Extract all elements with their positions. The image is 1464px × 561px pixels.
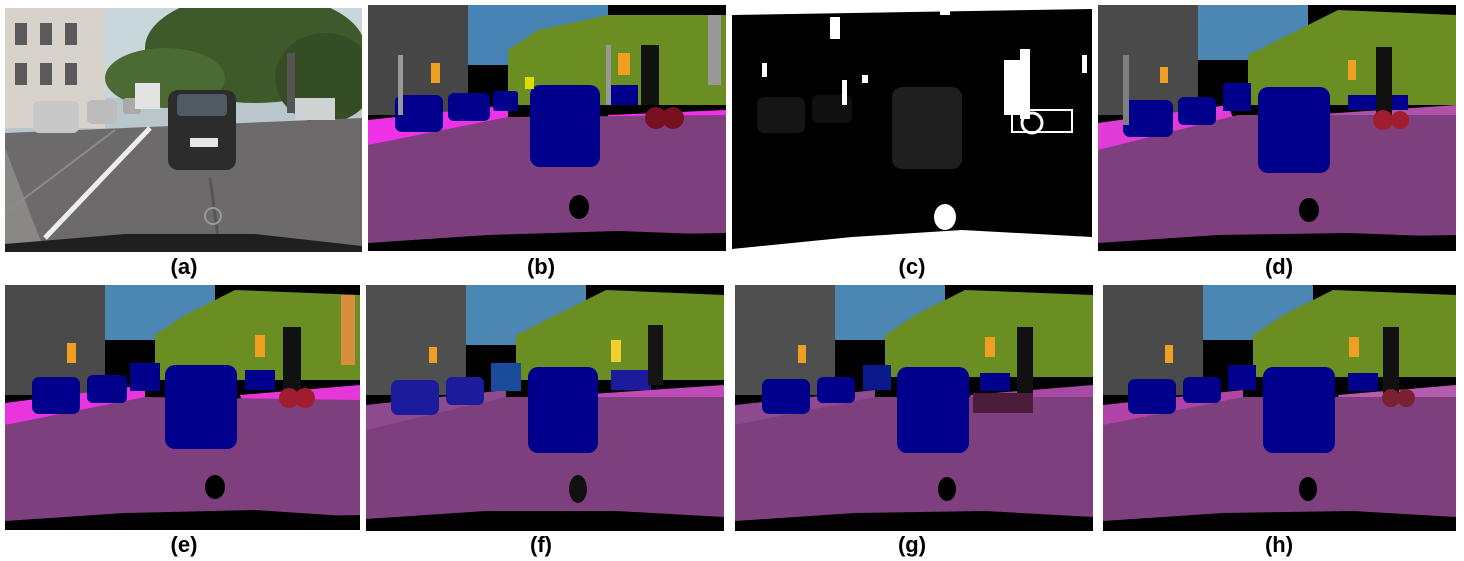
- instance-mask: [732, 5, 1092, 251]
- prediction-d: [1098, 5, 1456, 251]
- caption-c: (c): [898, 254, 926, 279]
- prediction-g: [735, 285, 1093, 531]
- caption-f: (f): [530, 532, 552, 557]
- caption-g: (g): [897, 532, 927, 557]
- caption-d: (d): [1264, 254, 1294, 279]
- caption-e: (e): [170, 532, 198, 557]
- prediction-e: [5, 285, 360, 530]
- caption-h: (h): [1264, 532, 1294, 557]
- prediction-h: [1103, 285, 1456, 531]
- caption-b: (b): [526, 254, 556, 279]
- prediction-f: [366, 285, 724, 531]
- caption-a: (a): [170, 254, 198, 279]
- photo-street-scene: [5, 8, 362, 252]
- ground-truth-segmentation: [368, 5, 726, 251]
